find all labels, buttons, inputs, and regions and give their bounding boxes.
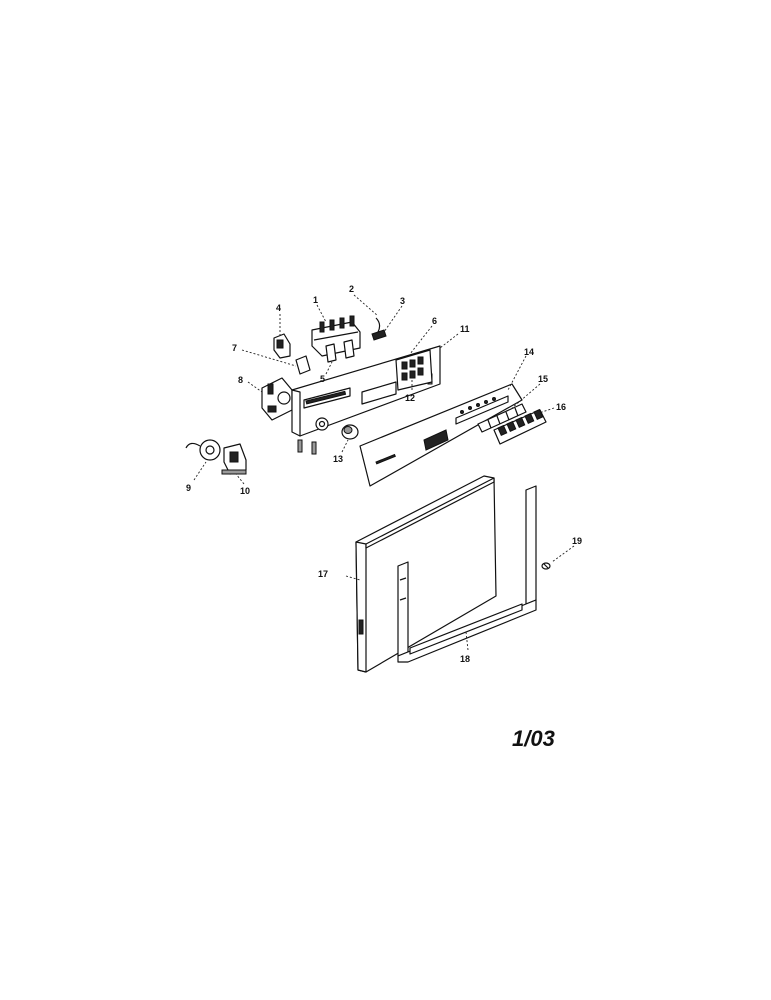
callout-12: 12 xyxy=(405,393,415,403)
revision-code: 1/03 xyxy=(512,726,555,751)
part-7-tab xyxy=(295,355,311,375)
callout-14: 14 xyxy=(524,347,534,357)
callout-8: 8 xyxy=(238,375,243,385)
callout-7: 7 xyxy=(232,343,237,353)
part-5-pins xyxy=(325,339,355,363)
callout-labels: 1 2 3 4 5 6 7 8 9 10 11 12 13 14 15 16 1… xyxy=(186,284,582,664)
part-12-control-module xyxy=(395,349,433,391)
callout-19: 19 xyxy=(572,536,582,546)
part-4-latch-knob xyxy=(273,333,291,359)
callout-15: 15 xyxy=(538,374,548,384)
callout-11: 11 xyxy=(460,324,470,334)
callout-3: 3 xyxy=(400,296,405,306)
part-18-door-frame xyxy=(397,485,537,663)
part-8-selector-mechanism xyxy=(261,377,293,421)
part-16-keypad xyxy=(493,408,547,445)
part-17-door-panel xyxy=(355,475,497,673)
part-14-control-panel xyxy=(359,383,523,487)
callout-18: 18 xyxy=(460,654,470,664)
part-3-bracket xyxy=(371,329,387,341)
part-13-knob xyxy=(341,424,359,440)
callout-13: 13 xyxy=(333,454,343,464)
callout-4: 4 xyxy=(276,303,281,313)
callout-9: 9 xyxy=(186,483,191,493)
part-9-coil xyxy=(185,439,221,461)
part-10-latch-bracket xyxy=(221,443,247,475)
callout-10: 10 xyxy=(240,486,250,496)
callout-1: 1 xyxy=(313,295,318,305)
callout-17: 17 xyxy=(318,569,328,579)
callout-5: 5 xyxy=(320,374,325,384)
callout-6: 6 xyxy=(432,316,437,326)
part-19-screw xyxy=(541,562,551,570)
callout-2: 2 xyxy=(349,284,354,294)
part-15-button-strip xyxy=(477,403,527,433)
callout-16: 16 xyxy=(556,402,566,412)
leader-lines xyxy=(193,294,575,651)
